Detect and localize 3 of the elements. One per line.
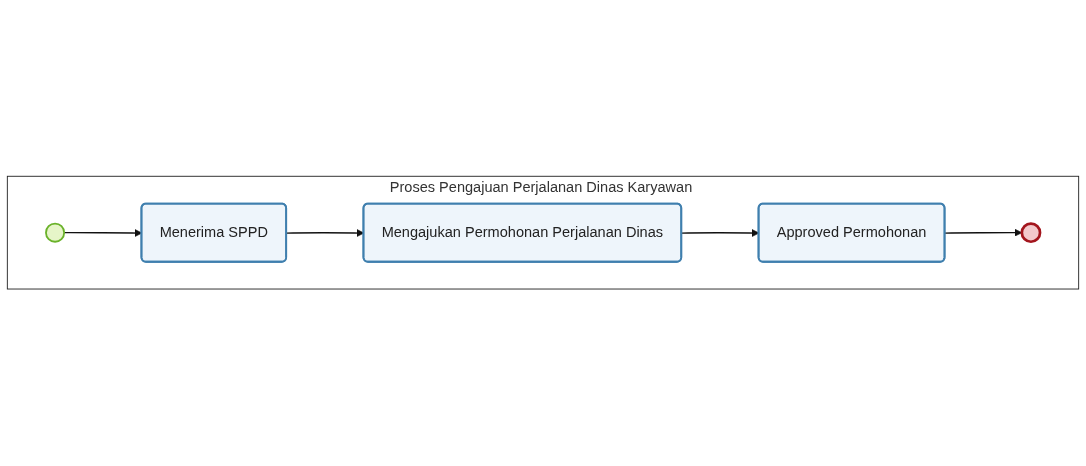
arrow bbox=[944, 229, 1023, 237]
node-circle bbox=[1020, 222, 1042, 244]
node-circle bbox=[45, 223, 66, 243]
